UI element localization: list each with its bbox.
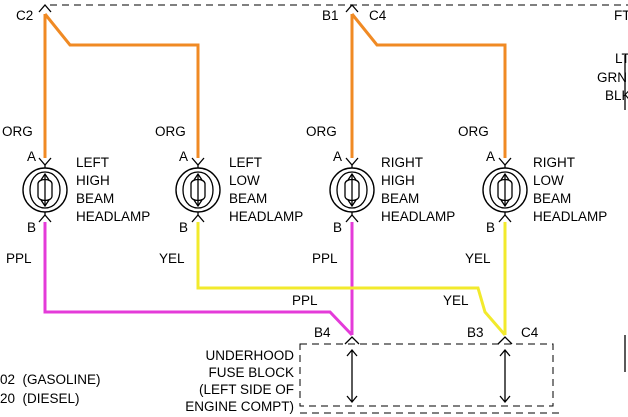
- fuse-block-outline: [299, 343, 554, 407]
- lamp-label-line: RIGHT: [381, 155, 423, 170]
- right-edge-lt: LT: [615, 51, 628, 66]
- lamp-arrow-up: [193, 172, 203, 181]
- lamp-label-line: HIGH: [381, 173, 415, 188]
- fuse-block-label-line: FUSE BLOCK: [208, 365, 294, 380]
- terminal-b4-arrow-down: [346, 395, 358, 404]
- pin-a-label-3: A: [333, 149, 342, 164]
- lamp-left-high-symbol: [22, 157, 68, 223]
- wire-org-right-low: [350, 13, 507, 158]
- wire-label-yel-run: YEL: [443, 293, 469, 308]
- terminal-b3-arrow-up: [499, 348, 511, 357]
- pin-b-label-2: B: [179, 220, 188, 235]
- lamp-label-line: RIGHT: [533, 155, 575, 170]
- wire-label-org-3: ORG: [306, 124, 337, 139]
- lamp-label-line: LEFT: [229, 155, 262, 170]
- connector-b4-label: B4: [314, 325, 331, 340]
- lamp-label-line: LOW: [229, 173, 260, 188]
- lamp-label-line: HEADLAMP: [229, 209, 303, 224]
- wire-yel-left-low: [196, 222, 507, 336]
- wire-ppl-left-high: [43, 222, 354, 337]
- right-edge-ft: FT: [614, 8, 628, 23]
- fuse-block-label-line: UNDERHOOD: [205, 348, 294, 363]
- lamp-filament-loop: [489, 171, 521, 209]
- terminal-b3-chevron: [497, 336, 513, 345]
- chevron-c2: [38, 4, 52, 13]
- lamp-label-line: HEADLAMP: [533, 209, 607, 224]
- lamp-label-line: BEAM: [381, 191, 419, 206]
- lamp-left-low-symbol: [175, 157, 221, 223]
- pin-b-label-1: B: [27, 220, 36, 235]
- wire-label-yel-1: YEL: [159, 251, 185, 266]
- connector-c4-bottom-label: C4: [521, 325, 539, 340]
- top-connector-chevrons: [38, 4, 359, 13]
- lamp-arrow-down: [193, 199, 203, 208]
- fuse-block-label-line: (LEFT SIDE OF: [199, 382, 294, 397]
- lamp-filament-loop: [182, 171, 214, 209]
- lamp-right-high-label: RIGHT HIGH BEAM HEADLAMP: [381, 155, 455, 224]
- connector-b3-label: B3: [467, 325, 484, 340]
- lamp-right-low-symbol: [482, 157, 528, 223]
- wire-label-ppl-1: PPL: [6, 251, 32, 266]
- right-edge-grn: GRN: [597, 70, 627, 85]
- lamp-label-line: LOW: [533, 173, 564, 188]
- terminal-b4-chevron: [344, 336, 360, 345]
- wire-label-org-4: ORG: [458, 124, 489, 139]
- pin-a-label-1: A: [27, 149, 36, 164]
- lamp-right-low-label: RIGHT LOW BEAM HEADLAMP: [533, 155, 607, 224]
- pin-a-label-2: A: [179, 149, 188, 164]
- pin-b-label-4: B: [486, 220, 495, 235]
- terminal-b3-arrow-down: [499, 395, 511, 404]
- purple-wires: [43, 222, 354, 337]
- wire-label-yel-2: YEL: [465, 251, 491, 266]
- lamp-label-line: BEAM: [533, 191, 571, 206]
- lamp-arrow-down: [500, 199, 510, 208]
- fuse-block-terminals: [344, 336, 513, 404]
- lamp-arrow-up: [347, 172, 357, 181]
- wire-label-ppl-2: PPL: [312, 251, 338, 266]
- lamp-filament-loop: [336, 171, 368, 209]
- terminal-b4-arrow-up: [346, 348, 358, 357]
- lamp-label-line: LEFT: [76, 155, 109, 170]
- fuse-block-label: UNDERHOOD FUSE BLOCK (LEFT SIDE OF ENGIN…: [185, 348, 294, 414]
- lamp-left-low-label: LEFT LOW BEAM HEADLAMP: [229, 155, 303, 224]
- lamp-label-line: BEAM: [229, 191, 267, 206]
- lamp-label-line: HEADLAMP: [381, 209, 455, 224]
- lamp-arrow-down: [347, 199, 357, 208]
- wire-org-left-low: [43, 13, 200, 158]
- connector-c2-label: C2: [16, 8, 33, 23]
- lamp-arrow-up: [500, 172, 510, 181]
- wire-label-org-2: ORG: [155, 124, 186, 139]
- connector-b1-label: B1: [322, 8, 339, 23]
- right-edge-blk: BLK: [605, 88, 628, 103]
- connector-c4-top-label: C4: [369, 8, 387, 23]
- note-diesel: 20 (DIESEL): [0, 391, 80, 406]
- note-gasoline: 02 (GASOLINE): [0, 372, 101, 387]
- chevron-b1: [345, 4, 359, 13]
- lamp-label-line: BEAM: [76, 191, 114, 206]
- pin-b-label-3: B: [333, 220, 342, 235]
- pin-a-label-4: A: [486, 149, 495, 164]
- lamp-filament-loop: [29, 171, 61, 209]
- fuse-block-label-line: ENGINE COMPT): [185, 399, 294, 414]
- wire-label-org-1: ORG: [2, 124, 33, 139]
- lamp-arrow-up: [40, 172, 50, 181]
- lamp-arrow-down: [40, 199, 50, 208]
- lamp-label-line: HEADLAMP: [76, 209, 150, 224]
- lamp-left-high-label: LEFT HIGH BEAM HEADLAMP: [76, 155, 150, 224]
- wire-label-ppl-run: PPL: [292, 293, 318, 308]
- lamp-label-line: HIGH: [76, 173, 110, 188]
- orange-wires: [43, 13, 507, 158]
- yellow-wires: [196, 222, 507, 336]
- lamp-right-high-symbol: [329, 157, 375, 223]
